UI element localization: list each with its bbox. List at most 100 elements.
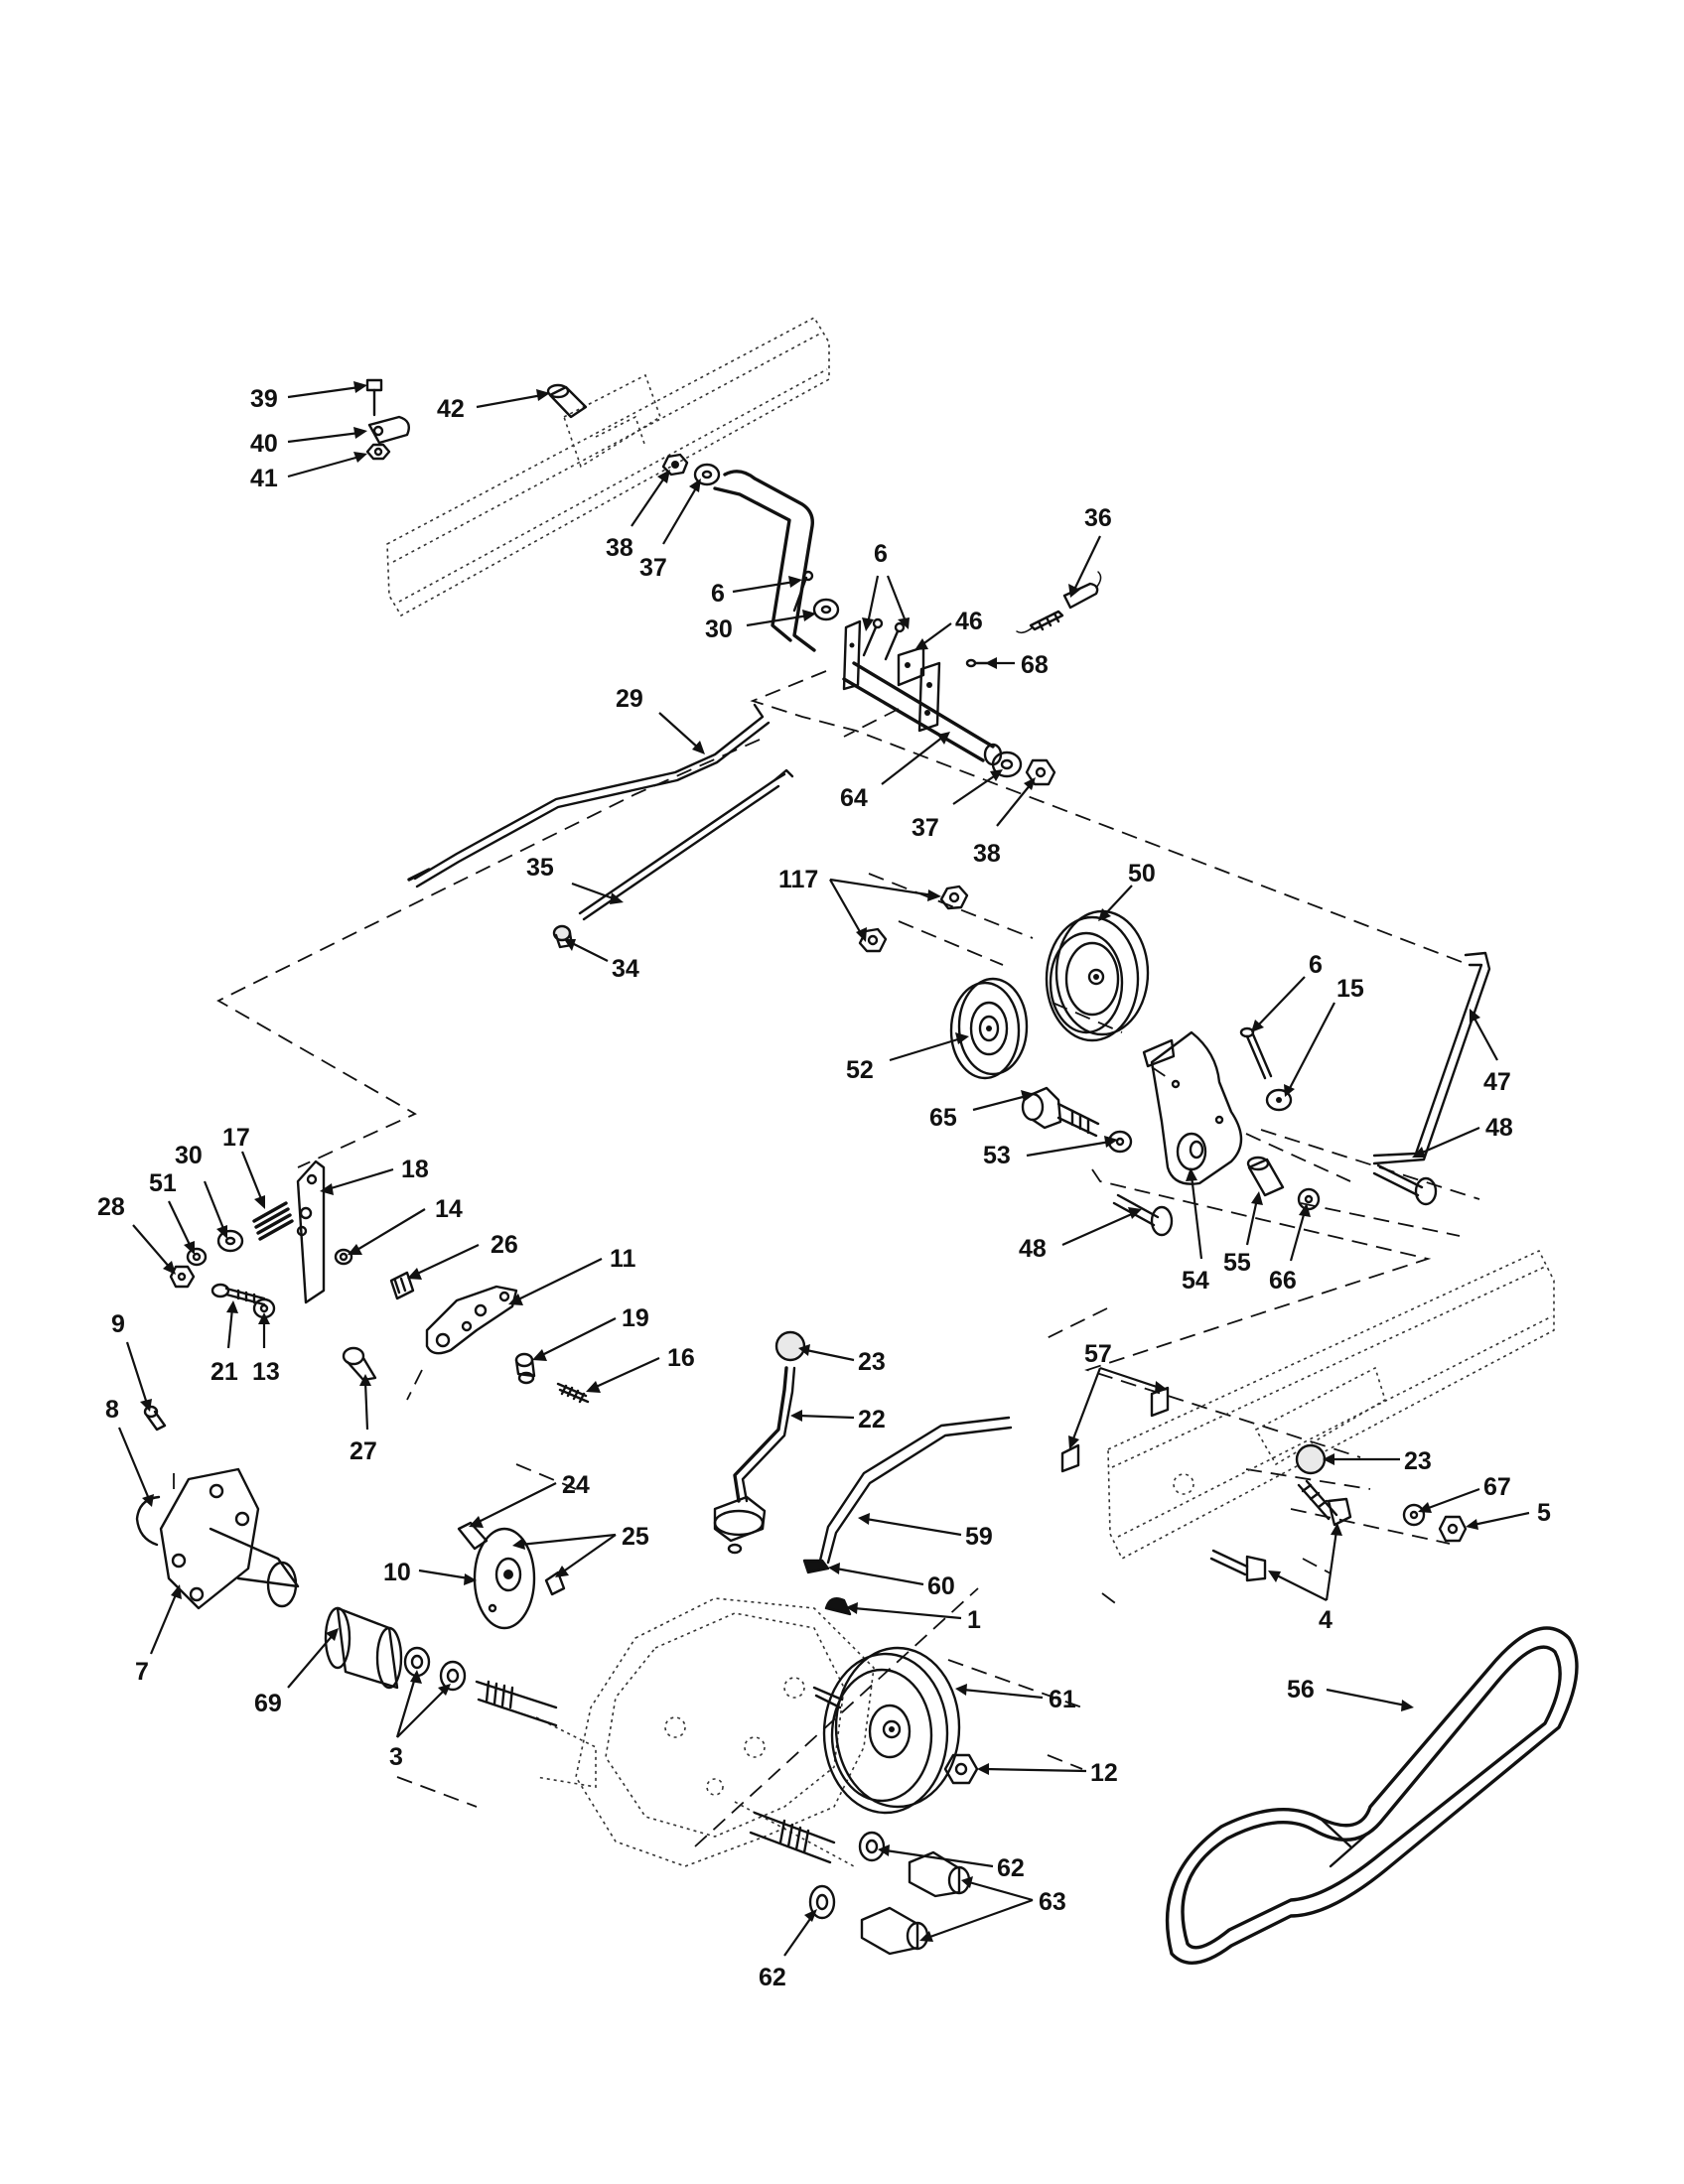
callout-18: 18 bbox=[401, 1156, 429, 1183]
part-25-key bbox=[544, 1570, 566, 1596]
part-65-bolt bbox=[1021, 1086, 1100, 1138]
part-62-washer-b bbox=[808, 1884, 836, 1920]
callout-16: 16 bbox=[667, 1344, 695, 1372]
part-19-shoulder-bolt bbox=[514, 1352, 536, 1385]
part-15-washer bbox=[1265, 1088, 1293, 1112]
part-36-spring bbox=[1016, 571, 1102, 634]
part-34-knob bbox=[552, 924, 574, 949]
callout-57: 57 bbox=[1084, 1340, 1112, 1368]
callout-9: 9 bbox=[111, 1310, 125, 1338]
part-1-key bbox=[824, 1597, 852, 1616]
part-26-bushing bbox=[389, 1271, 415, 1300]
callout-23: 23 bbox=[858, 1348, 886, 1376]
part-117-nut-a bbox=[939, 885, 969, 910]
part-6-cotter-pin-b bbox=[862, 617, 906, 661]
callout-6: 6 bbox=[1309, 951, 1323, 979]
part-48-bolt-left bbox=[1112, 1193, 1174, 1237]
part-61-drive-pulley bbox=[812, 1646, 961, 1815]
part-18-bracket bbox=[296, 1160, 326, 1304]
lower-frame-rail bbox=[1107, 1249, 1555, 1561]
callout-61: 61 bbox=[1049, 1686, 1076, 1713]
part-5-nut bbox=[1438, 1515, 1468, 1543]
callout-36: 36 bbox=[1084, 504, 1112, 532]
callout-55: 55 bbox=[1223, 1249, 1251, 1277]
callout-5: 5 bbox=[1537, 1499, 1551, 1527]
callout-29: 29 bbox=[616, 685, 643, 713]
part-22-shift-lever bbox=[713, 1366, 796, 1555]
part-67-washer bbox=[1402, 1503, 1426, 1527]
callout-7: 7 bbox=[135, 1658, 149, 1686]
callout-26: 26 bbox=[491, 1231, 518, 1259]
part-69-sleeve bbox=[324, 1606, 403, 1690]
part-54-idler-bracket bbox=[1142, 1030, 1243, 1185]
callout-27: 27 bbox=[350, 1437, 377, 1465]
part-29-rod bbox=[407, 703, 771, 888]
callout-37: 37 bbox=[639, 554, 667, 582]
part-axle-left bbox=[475, 1680, 558, 1727]
callout-47: 47 bbox=[1483, 1068, 1511, 1096]
callout-52: 52 bbox=[846, 1056, 874, 1084]
part-56-belt bbox=[1165, 1626, 1579, 1965]
callout-62: 62 bbox=[759, 1964, 786, 1991]
part-39-bolt bbox=[365, 378, 383, 417]
part-axle-right bbox=[749, 1811, 836, 1864]
part-52-pulley bbox=[949, 977, 1029, 1080]
upper-frame-rail bbox=[386, 316, 830, 617]
part-lever-arm bbox=[842, 619, 862, 691]
callout-53: 53 bbox=[983, 1142, 1011, 1169]
callout-3: 3 bbox=[389, 1743, 403, 1771]
part-27-bolt bbox=[342, 1346, 377, 1382]
callout-37: 37 bbox=[912, 814, 939, 842]
callout-28: 28 bbox=[97, 1193, 125, 1221]
callout-22: 22 bbox=[858, 1406, 886, 1433]
callout-64: 64 bbox=[840, 784, 868, 812]
callout-60: 60 bbox=[927, 1572, 955, 1600]
part-3-washers bbox=[403, 1646, 467, 1692]
part-62-washer-a bbox=[858, 1831, 886, 1862]
callout-51: 51 bbox=[149, 1169, 177, 1197]
callout-62: 62 bbox=[997, 1854, 1025, 1882]
part-14-washer bbox=[334, 1248, 353, 1266]
assembly-guide-lines bbox=[173, 670, 1480, 1847]
callout-11: 11 bbox=[610, 1245, 636, 1273]
part-59-rod bbox=[818, 1416, 1013, 1565]
part-40-bracket bbox=[367, 415, 410, 445]
part-60-clip bbox=[802, 1559, 830, 1574]
part-63-bolts bbox=[860, 1850, 971, 1956]
callout-4: 4 bbox=[1319, 1606, 1333, 1634]
part-50-idler-pulley bbox=[1045, 909, 1150, 1042]
callout-68: 68 bbox=[1021, 651, 1049, 679]
part-4-bolts bbox=[1209, 1479, 1352, 1582]
callout-13: 13 bbox=[252, 1358, 280, 1386]
part-11-lever bbox=[425, 1285, 518, 1355]
callout-48: 48 bbox=[1019, 1235, 1047, 1263]
part-10-disc bbox=[473, 1527, 536, 1630]
part-7-hub bbox=[159, 1467, 300, 1610]
part-8-clip bbox=[135, 1495, 161, 1547]
callout-40: 40 bbox=[250, 430, 278, 458]
callout-30: 30 bbox=[705, 615, 733, 643]
callout-39: 39 bbox=[250, 385, 278, 413]
callout-23: 23 bbox=[1404, 1447, 1432, 1475]
part-9-bolt bbox=[143, 1405, 167, 1432]
part-42-sleeve bbox=[546, 383, 588, 419]
part-21-bolt bbox=[210, 1283, 266, 1306]
part-30-washer-left bbox=[216, 1229, 244, 1253]
part-6-cotter-pin-a bbox=[792, 570, 814, 613]
callout-6: 6 bbox=[874, 540, 888, 568]
callout-65: 65 bbox=[929, 1104, 957, 1132]
callout-14: 14 bbox=[435, 1195, 463, 1223]
callout-42: 42 bbox=[437, 395, 465, 423]
part-37-washer-lower bbox=[991, 751, 1023, 778]
part-lever-arm-b bbox=[917, 661, 941, 733]
callout-54: 54 bbox=[1182, 1267, 1209, 1295]
part-57-brackets bbox=[1060, 1386, 1170, 1473]
callout-69: 69 bbox=[254, 1690, 282, 1717]
callout-56: 56 bbox=[1287, 1676, 1315, 1704]
part-16-spring bbox=[556, 1382, 590, 1404]
part-38-nut-upper bbox=[661, 453, 689, 477]
part-41-nut bbox=[365, 443, 391, 461]
part-30-washer-upper bbox=[812, 598, 840, 621]
callout-6: 6 bbox=[711, 580, 725, 608]
